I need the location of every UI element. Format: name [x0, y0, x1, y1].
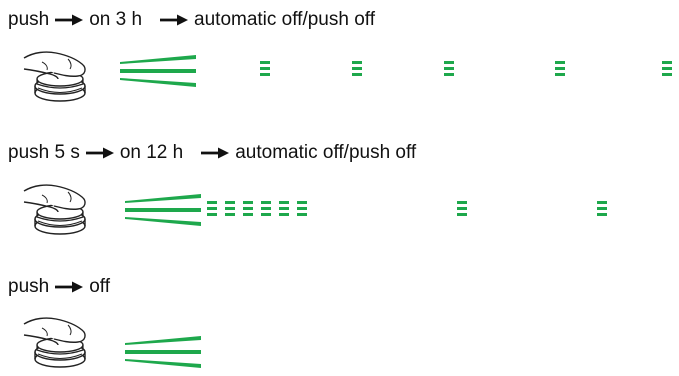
light-blink-icon: [243, 201, 253, 216]
hand-press-button-icon: [23, 51, 86, 102]
light-blink-icon: [457, 201, 467, 216]
row-3-result: off: [89, 276, 110, 297]
hand-press-button-icon: [23, 317, 86, 368]
arrow-right-icon: [55, 281, 84, 293]
row-3-action: push: [8, 276, 50, 297]
arrow-right-icon: [201, 147, 230, 159]
row-2-result: on 12 h: [119, 142, 184, 163]
light-blink-icon: [597, 201, 607, 216]
light-on-icon: [120, 55, 196, 87]
light-blink-icon: [555, 61, 565, 76]
arrow-right-icon: [55, 14, 84, 26]
row-1-result: on 3 h: [89, 9, 143, 30]
light-blink-icon: [297, 201, 307, 216]
row-1-caption: push on 3 h automatic off/push off: [8, 8, 375, 32]
row-2-action: push 5 s: [8, 142, 80, 163]
row-1-followup: automatic off/push off: [194, 9, 376, 30]
hand-press-button-icon: [23, 184, 86, 235]
light-on-icon: [125, 336, 201, 368]
light-on-icon: [125, 194, 201, 226]
arrow-right-icon: [160, 14, 189, 26]
row-3-caption: push off: [8, 275, 110, 299]
light-blink-icon: [444, 61, 454, 76]
light-blink-icon: [207, 201, 217, 216]
row-2-followup: automatic off/push off: [235, 142, 417, 163]
light-blink-icon: [225, 201, 235, 216]
light-blink-icon: [261, 201, 271, 216]
light-blink-icon: [662, 61, 672, 76]
light-blink-icon: [279, 201, 289, 216]
arrow-right-icon: [85, 147, 114, 159]
row-2-caption: push 5 s on 12 h automatic off/push off: [8, 141, 416, 165]
light-blink-icon: [352, 61, 362, 76]
row-1-action: push: [8, 9, 50, 30]
light-blink-icon: [260, 61, 270, 76]
